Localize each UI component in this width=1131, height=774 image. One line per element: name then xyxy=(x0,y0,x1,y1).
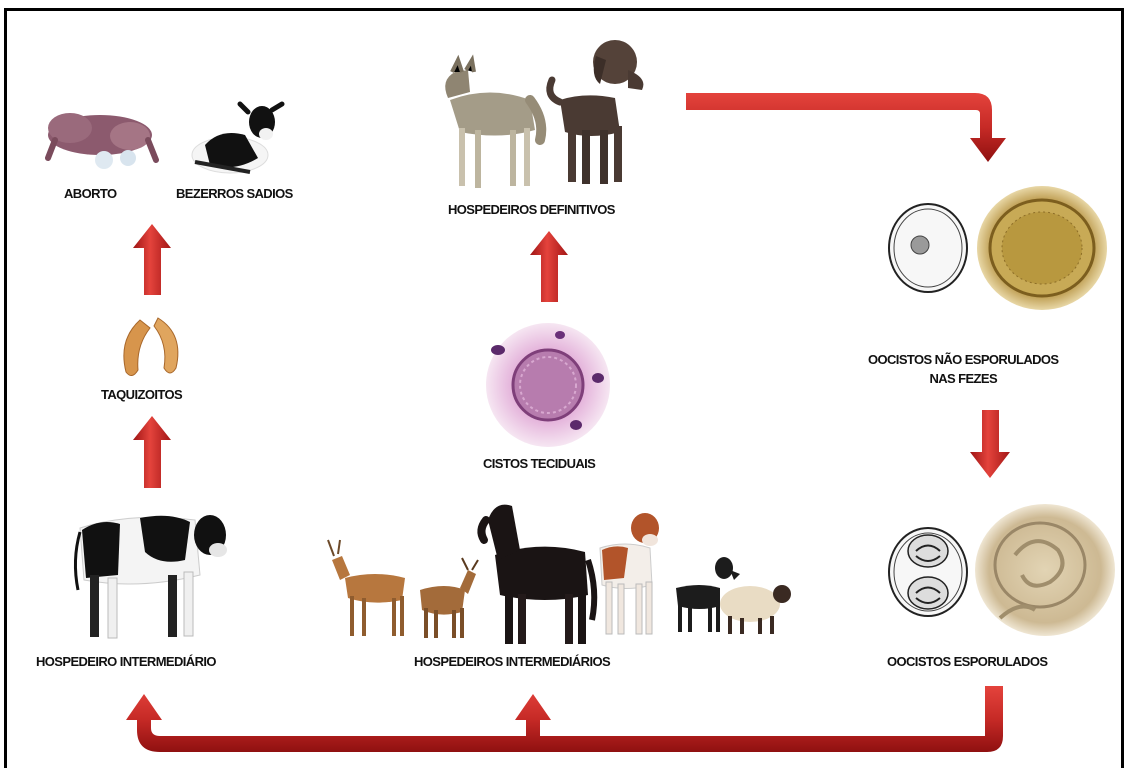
coyote-icon xyxy=(445,60,541,188)
label-taquizoitos: TAQUIZOITOS xyxy=(101,387,182,402)
goat-icon xyxy=(420,558,478,638)
deer-icon xyxy=(328,540,405,636)
arrow-cysts-to-definitive xyxy=(530,231,568,302)
label-hospedeiro-intermediario: HOSPEDEIRO INTERMEDIÁRIO xyxy=(36,654,216,669)
tissue-cyst-icon xyxy=(486,323,610,447)
label-oocistos-nao-esporulados: OOCISTOS NÃO ESPORULADOS NAS FEZES xyxy=(868,350,1059,388)
arrow-taquizoitos-to-outcomes xyxy=(133,224,171,295)
tachyzoites-icon xyxy=(124,318,178,376)
label-oocistos-nao-esporulados-line2: NAS FEZES xyxy=(868,369,1059,388)
holstein-cow-icon xyxy=(75,515,227,638)
arrow-sporulated-to-hosts xyxy=(126,686,1003,752)
label-bezerros-sadios: BEZERROS SADIOS xyxy=(176,186,293,201)
aborted-fetus-icon xyxy=(48,113,156,169)
label-hospedeiros-intermediarios: HOSPEDEIROS INTERMEDIÁRIOS xyxy=(414,654,610,669)
sheep-icon xyxy=(720,585,791,634)
label-hospedeiros-definitivos: HOSPEDEIROS DEFINITIVOS xyxy=(448,202,615,217)
label-cistos-teciduais: CISTOS TECIDUAIS xyxy=(483,456,595,471)
sporulated-oocyst-icon xyxy=(889,504,1115,636)
arrow-definitive-to-oocysts xyxy=(686,93,1006,162)
horse-icon xyxy=(481,505,594,644)
label-oocistos-esporulados: OOCISTOS ESPORULADOS xyxy=(887,654,1047,669)
holstein-calf-icon xyxy=(192,104,282,173)
arrow-unsporulated-to-sporulated xyxy=(970,410,1010,478)
label-oocistos-nao-esporulados-line1: OOCISTOS NÃO ESPORULADOS xyxy=(868,350,1059,369)
unsporulated-oocyst-icon xyxy=(889,186,1107,310)
label-aborto: ABORTO xyxy=(64,186,117,201)
labrador-dog-icon xyxy=(550,40,644,184)
red-calf-icon xyxy=(600,513,659,634)
arrow-host-to-taquizoitos xyxy=(133,416,171,488)
